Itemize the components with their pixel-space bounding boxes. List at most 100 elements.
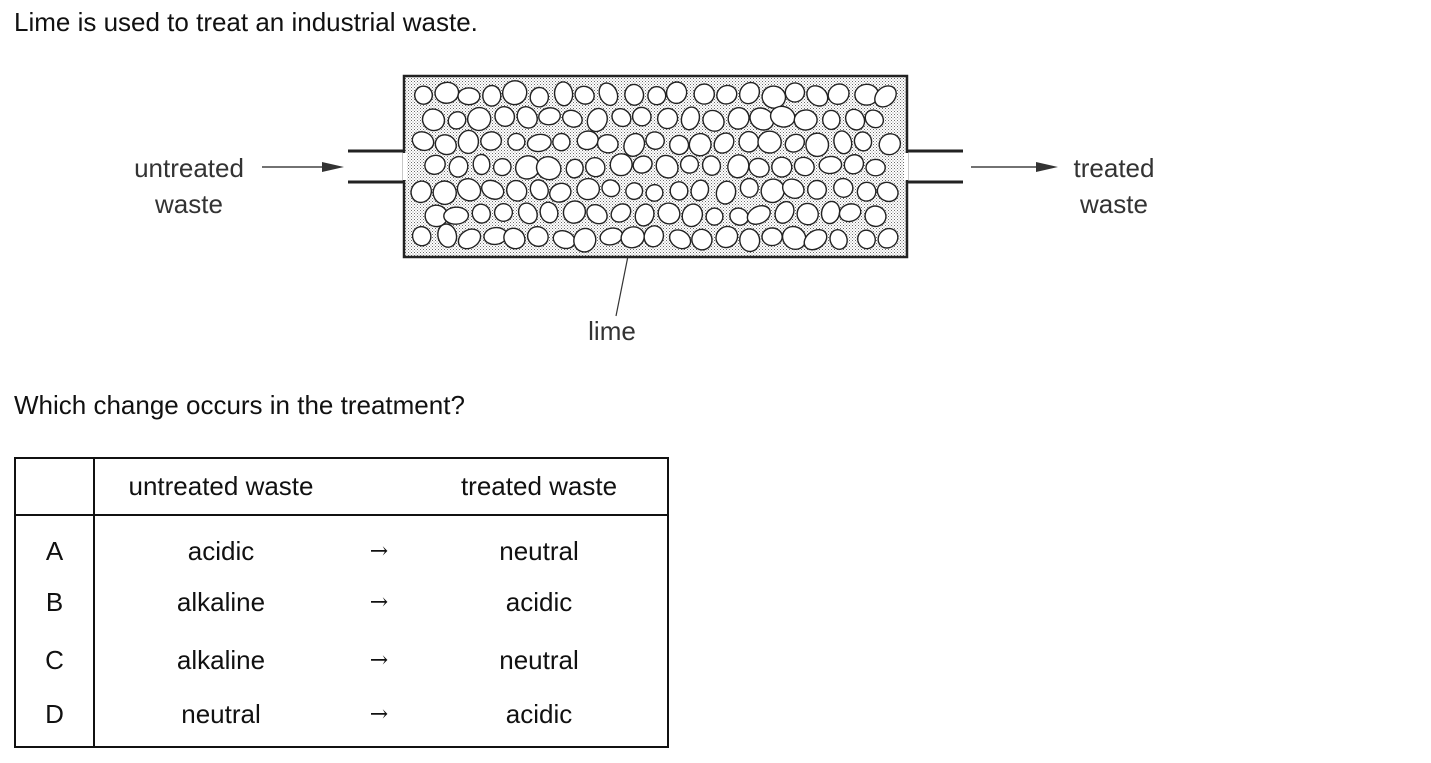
pebble <box>565 158 584 179</box>
pebble <box>864 205 887 228</box>
lime-treatment-diagram: untreated waste treated waste lime <box>0 60 1431 360</box>
pebble <box>761 85 787 109</box>
lime-label: lime <box>588 316 636 346</box>
pebble <box>874 85 897 108</box>
pebble <box>492 157 512 177</box>
pebble <box>656 107 679 130</box>
pebble <box>573 227 597 253</box>
header-arrow <box>347 458 411 516</box>
pebble <box>625 182 644 201</box>
pebble <box>448 155 469 178</box>
pebble <box>624 83 645 106</box>
pebble <box>471 203 491 224</box>
pebble <box>701 155 722 176</box>
treated-value: neutral <box>499 644 579 675</box>
pebble <box>410 180 433 204</box>
pebble <box>507 132 526 151</box>
intro-text: Lime is used to treat an industrial wast… <box>14 7 478 37</box>
pebble <box>844 108 866 131</box>
pebble <box>576 130 599 151</box>
pebble <box>668 229 692 250</box>
pebble <box>413 85 434 105</box>
lime-leader-line <box>615 255 629 317</box>
treated-value: acidic <box>505 586 573 617</box>
option-key: B <box>15 573 95 631</box>
pebble <box>552 132 571 152</box>
pebble <box>796 202 819 226</box>
arrow-icon: → <box>369 589 389 615</box>
pebble <box>645 183 664 202</box>
pebble <box>803 229 828 251</box>
pebble <box>598 82 619 107</box>
table-row[interactable]: C alkaline → neutral <box>15 631 668 689</box>
table-row[interactable]: D neutral → acidic <box>15 689 668 747</box>
pebble <box>757 130 782 154</box>
pebble <box>657 202 681 225</box>
lime-pebbles <box>410 80 902 253</box>
outlet-arrow-icon <box>971 162 1058 172</box>
pebble <box>760 178 785 204</box>
pebble <box>838 203 862 223</box>
pebble <box>516 106 538 129</box>
pebble <box>713 132 735 154</box>
pebble <box>827 83 850 106</box>
pebble <box>411 131 435 152</box>
pebble <box>739 177 759 198</box>
pebble <box>562 200 587 224</box>
table-row[interactable]: B alkaline → acidic <box>15 573 668 631</box>
arrow-icon: → <box>369 539 389 564</box>
pebble <box>457 87 481 106</box>
pebble <box>669 181 689 201</box>
pebble <box>538 107 561 126</box>
pebble <box>535 156 562 181</box>
pebble <box>529 86 550 108</box>
pebble <box>623 132 646 157</box>
pebble <box>877 227 899 249</box>
pebble <box>466 106 492 132</box>
pebble <box>857 229 876 250</box>
treated-waste-label: treated waste <box>1058 150 1170 222</box>
answer-table: untreated waste treated waste A acidic →… <box>14 457 669 748</box>
inlet-pipe <box>348 149 404 184</box>
pebble <box>739 228 761 253</box>
table-header-row: untreated waste treated waste <box>15 458 668 516</box>
pebble <box>681 203 704 228</box>
treated-value: neutral <box>499 536 579 566</box>
diagram-drawing <box>262 74 1058 317</box>
header-untreated: untreated waste <box>94 458 347 516</box>
pebble <box>655 154 679 179</box>
pebble <box>434 81 460 104</box>
pebble <box>456 178 482 202</box>
pebble <box>610 203 632 223</box>
pebble <box>424 154 446 175</box>
pebble <box>472 153 491 176</box>
pebble <box>632 155 653 174</box>
pebble <box>748 157 770 178</box>
pebble <box>611 108 632 128</box>
pebble <box>631 106 652 127</box>
pebble <box>443 206 470 225</box>
pebble <box>457 129 480 155</box>
pebble <box>668 134 690 156</box>
pebble <box>818 155 843 175</box>
pebble <box>805 132 830 158</box>
table-row[interactable]: A acidic → neutral <box>15 515 668 573</box>
pebble <box>609 153 633 177</box>
pebble <box>806 85 829 107</box>
untreated-label-line1: untreated <box>134 153 244 183</box>
outlet-pipe <box>907 149 963 184</box>
pebble <box>705 207 724 226</box>
pebble <box>716 84 738 105</box>
pebble <box>501 80 528 106</box>
pebble <box>781 225 807 250</box>
option-key: C <box>15 631 95 689</box>
pebble <box>821 109 841 131</box>
pebble <box>833 177 854 198</box>
arrow-icon: → <box>369 702 389 727</box>
pebble <box>781 178 805 199</box>
untreated-value: acidic <box>187 536 255 566</box>
pebble <box>553 81 574 107</box>
pebble <box>647 86 667 106</box>
pebble <box>529 179 549 201</box>
option-key: A <box>15 515 95 573</box>
